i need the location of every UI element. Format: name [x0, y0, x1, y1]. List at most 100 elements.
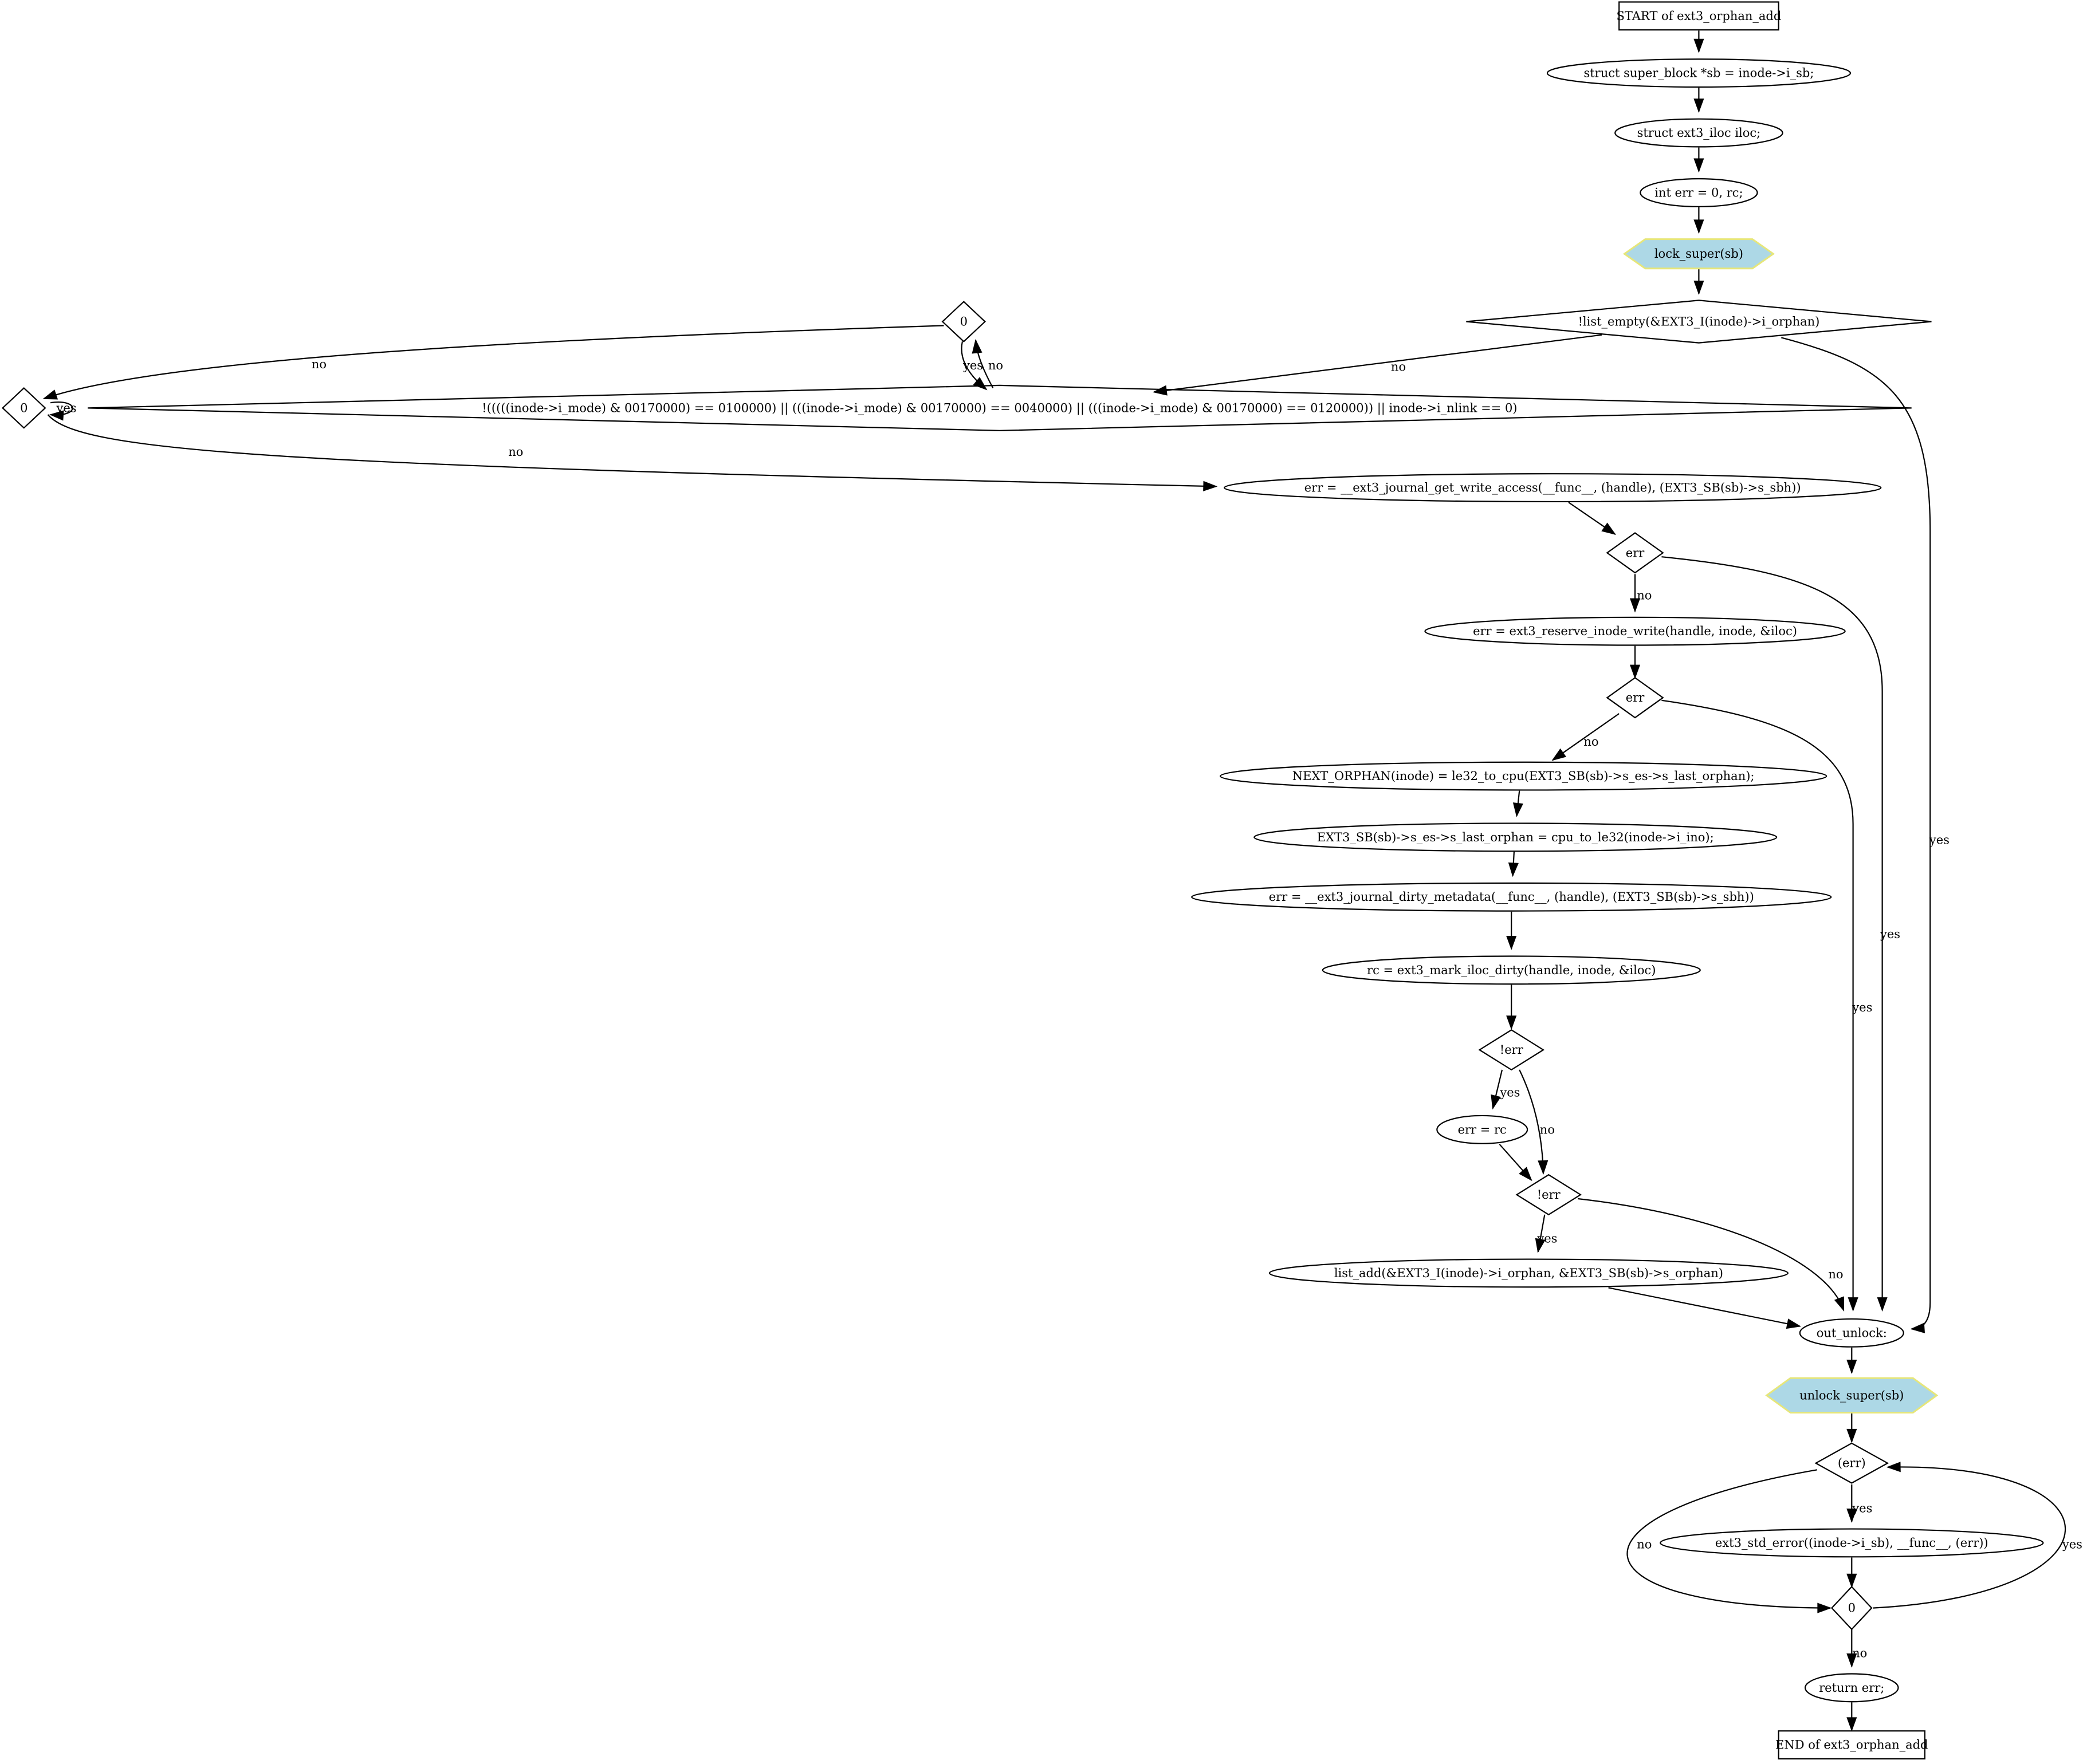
arrowhead: [1848, 1297, 1858, 1312]
node-d-listempty: !list_empty(&EXT3_I(inode)->i_orphan): [1466, 300, 1932, 344]
edge-label: yes: [1536, 1232, 1557, 1246]
arrowhead: [1519, 1167, 1532, 1182]
arrowhead: [1817, 1602, 1832, 1613]
node-label: err = __ext3_journal_get_write_access(__…: [1304, 481, 1801, 495]
node-label: return err;: [1819, 1681, 1884, 1695]
node-label: NEXT_ORPHAN(inode) = le32_to_cpu(EXT3_SB…: [1292, 769, 1755, 783]
edge-line: [1153, 334, 1602, 393]
edge-n-err-to-n-lock: [1693, 207, 1704, 234]
edge-label: yes: [2062, 1537, 2082, 1551]
edge-label: yes: [1852, 1001, 1872, 1014]
statement-ellipse: [1804, 1673, 1899, 1703]
node-label: !err: [1500, 1043, 1524, 1057]
edge-d-errp-to-d-zero-c: no: [1626, 1469, 1832, 1613]
decision-diamond: [88, 384, 1912, 431]
node-n-errrc: err = rc: [1436, 1115, 1528, 1144]
node-label: struct super_block *sb = inode->i_sb;: [1583, 66, 1814, 80]
arrowhead: [1629, 598, 1641, 613]
node-label: err = __ext3_journal_dirty_metadata(__fu…: [1269, 890, 1754, 904]
node-d-zero-c: 0: [1830, 1585, 1873, 1631]
statement-ellipse: [1268, 1258, 1789, 1288]
arrowhead: [42, 389, 58, 400]
edge-label: yes: [1852, 1502, 1872, 1515]
arrowhead: [1846, 1717, 1857, 1732]
statement-ellipse: [1253, 822, 1778, 852]
node-d-noterr2: !err: [1515, 1174, 1582, 1216]
edge-n-out-to-n-unlock: [1846, 1347, 1857, 1375]
arrowhead: [973, 377, 988, 391]
call-hexagon: [1765, 1377, 1939, 1414]
edge-d-err1-to-n-out: yes: [1661, 556, 1900, 1312]
decision-diamond: [941, 301, 986, 342]
node-label: err: [1626, 546, 1645, 560]
edge-d-zero-b-to-d-zero-b: yes: [49, 401, 77, 421]
statement-ellipse: [1219, 761, 1827, 791]
node-label: err: [1626, 691, 1645, 704]
node-label: 0: [20, 401, 27, 415]
edge-n-stderr-to-d-zero-c: [1846, 1557, 1857, 1588]
node-n-next: NEXT_ORPHAN(inode) = le32_to_cpu(EXT3_SB…: [1219, 761, 1827, 791]
node-d-zero-b: 0: [2, 387, 46, 429]
edge-n-sb-to-n-iloc: [1693, 88, 1704, 113]
edge-label: no: [1540, 1123, 1555, 1136]
node-label: list_add(&EXT3_I(inode)->i_orphan, &EXT3…: [1334, 1266, 1723, 1280]
edge-d-err2-to-n-out: yes: [1661, 699, 1872, 1312]
edge-label: no: [1828, 1267, 1843, 1281]
edge-n-iloc-to-n-err: [1693, 147, 1704, 173]
node-d-err1: err: [1606, 532, 1664, 574]
edge-line: [1519, 1069, 1544, 1174]
node-label: START of ext3_orphan_add: [1617, 9, 1782, 23]
arrowhead: [1846, 1428, 1857, 1443]
node-n-err: int err = 0, rc;: [1640, 178, 1758, 207]
edge-label: no: [312, 357, 327, 371]
edge-line: [47, 414, 1217, 487]
statement-ellipse: [1436, 1115, 1528, 1144]
statement-ellipse: [1223, 473, 1882, 503]
edge-n-mark-to-d-noterr1: [1506, 985, 1517, 1030]
statement-ellipse: [1546, 58, 1852, 88]
edge-label: yes: [962, 359, 983, 372]
edge-d-noterr1-to-n-errrc: yes: [1491, 1069, 1520, 1110]
node-label: 0: [960, 315, 968, 329]
node-n-stderr: ext3_std_error((inode->i_sb), __func__, …: [1660, 1528, 2044, 1558]
arrowhead: [1601, 522, 1617, 536]
edge-line: [1552, 713, 1620, 761]
decision-diamond: [1515, 1174, 1582, 1216]
decision-diamond: [1466, 300, 1932, 344]
arrowhead: [1877, 1297, 1888, 1312]
statement-ellipse: [1640, 178, 1758, 207]
node-n-reserve: err = ext3_reserve_inode_write(handle, i…: [1424, 616, 1846, 646]
node-label: EXT3_SB(sb)->s_es->s_last_orphan = cpu_t…: [1317, 830, 1714, 844]
edge-line: [1661, 556, 1883, 1310]
edge-n-dirty-to-n-mark: [1506, 911, 1517, 950]
node-label: 0: [1848, 1601, 1856, 1615]
decision-diamond: [1478, 1029, 1545, 1071]
edge-d-zero-b-to-n-getwrite: no: [47, 414, 1218, 491]
edge-label: yes: [1880, 927, 1900, 941]
edge-n-getwrite-to-d-err1: [1568, 502, 1617, 536]
node-label: out_unlock:: [1817, 1326, 1887, 1340]
edge-label: yes: [1929, 833, 1950, 846]
arrowhead: [1506, 935, 1517, 950]
arrowhead: [1834, 1296, 1845, 1312]
node-label: err = ext3_reserve_inode_write(handle, i…: [1473, 624, 1797, 638]
edge-n-lock-to-d-listempty: [1693, 268, 1704, 295]
node-d-err2: err: [1606, 677, 1664, 719]
edge-line: [1781, 337, 1931, 1330]
edge-d-zero-a-to-d-zero-b: no: [42, 325, 944, 400]
statement-ellipse: [1614, 118, 1783, 148]
node-label: lock_super(sb): [1654, 247, 1743, 261]
edge-label: no: [1852, 1647, 1867, 1660]
edge-d-err1-to-n-reserve: no: [1629, 574, 1652, 613]
edge-label: no: [1583, 735, 1598, 749]
node-label: !(((((inode->i_mode) & 00170000) == 0100…: [482, 401, 1517, 415]
edge-d-noterr2-to-n-out: no: [1578, 1198, 1845, 1312]
arrowhead: [1491, 1094, 1501, 1110]
node-n-getwrite: err = __ext3_journal_get_write_access(__…: [1223, 473, 1882, 503]
statement-ellipse: [1191, 882, 1832, 912]
edge-line: [1608, 1287, 1801, 1327]
arrowhead: [1203, 481, 1218, 491]
node-label: rc = ext3_mark_iloc_dirty(handle, inode,…: [1367, 963, 1656, 977]
arrowhead: [1538, 1160, 1549, 1175]
